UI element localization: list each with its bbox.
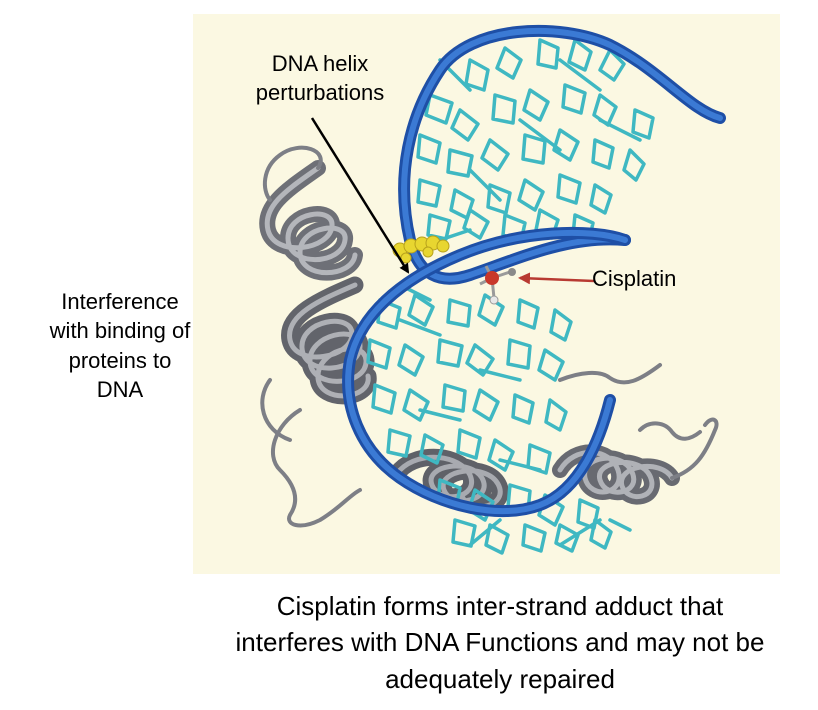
- cisplatin-molecule: [479, 265, 516, 305]
- cisplatin-label: Cisplatin: [592, 266, 677, 291]
- intercalator-molecule: [392, 235, 450, 264]
- interference-label-line-1: Interference: [61, 289, 179, 314]
- protein-interference-label: Interference with binding of proteins to…: [22, 287, 218, 404]
- helix-perturbations-label-line-1: DNA helix: [271, 51, 369, 76]
- figure-caption: Cisplatin forms inter-strand adduct that…: [190, 588, 810, 697]
- caption-line-1: Cisplatin forms inter-strand adduct that: [276, 591, 724, 621]
- interference-label-line-4: DNA: [96, 376, 144, 402]
- caption-line-2: interferes with DNA Functions and may no…: [235, 627, 765, 658]
- caption-line-3: adequately repaired: [385, 663, 615, 694]
- helix-perturbation-arrow: [310, 117, 410, 274]
- cisplatin-arrow: [518, 272, 595, 285]
- interference-label-line-3: proteins to: [68, 347, 172, 373]
- protein-ribbon: [259, 145, 719, 528]
- dna-backbone: [342, 24, 726, 518]
- helix-perturbations-label-line-2: perturbations: [255, 79, 385, 105]
- helix-perturbations-label: DNA helix perturbations: [236, 50, 404, 107]
- interference-label-line-2: with binding of: [49, 318, 191, 344]
